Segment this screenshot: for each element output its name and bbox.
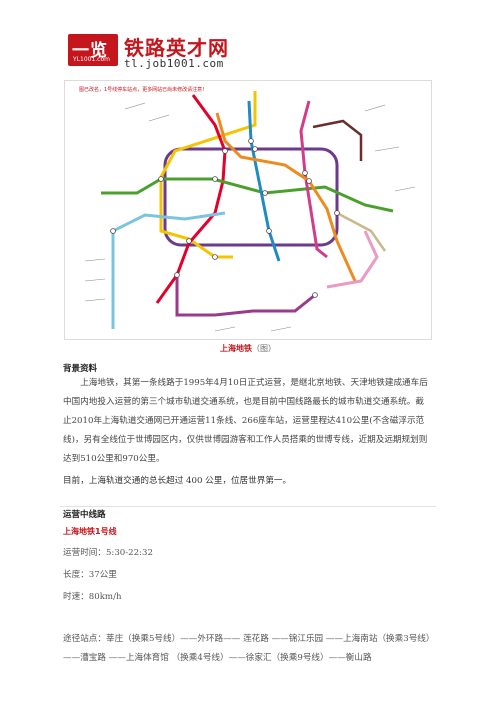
logo-mark-sub: YL1001.com — [73, 56, 110, 63]
background-summary: 目前，上海轨道交通的总长超过 400 公里，位居世界第一。 — [63, 476, 292, 486]
line1-hours: 运营时间：5:30-22:32 — [63, 548, 153, 558]
line4-loop — [163, 147, 339, 247]
line1-length: 长度：37公里 — [63, 570, 117, 580]
operating-heading: 运营中线路 — [63, 510, 106, 520]
line11-route — [312, 119, 363, 161]
line1-title[interactable]: 上海地铁1号线 — [63, 527, 117, 536]
line10-route — [336, 211, 387, 252]
map-caption-suffix: （图） — [252, 344, 276, 353]
line13-route — [326, 230, 379, 289]
site-logo[interactable]: 一览 YL1001.com 铁路英才网 tl.job1001.com — [68, 34, 258, 74]
line6-route — [299, 100, 328, 259]
metro-map: 图已改名，1号线停车站点，更多网站已尚未修改请注意！ — [64, 80, 432, 340]
line5-route — [175, 277, 316, 317]
section-divider — [60, 506, 436, 507]
logo-title: 铁路英才网 — [124, 36, 229, 60]
line8-route — [247, 100, 281, 262]
line3-route — [159, 91, 257, 259]
line1-stops: 途径站点：莘庄（换乘5号线）——外环路—— 莲花路 ——锦江乐园 ——上海南站（… — [63, 634, 435, 663]
map-caption-link[interactable]: 上海地铁 — [220, 344, 252, 353]
background-paragraph: 上海地铁，其第一条线路于1995年4月10日正式运营，是继北京地铁、天津地铁建成… — [63, 378, 428, 464]
line9-route — [111, 211, 226, 329]
line2-route — [101, 177, 394, 213]
line1-route — [155, 94, 227, 304]
line7-route — [215, 112, 357, 282]
station-label-stubs — [84, 102, 416, 332]
logo-url: tl.job1001.com — [124, 57, 224, 70]
map-caption: 上海地铁（图） — [0, 343, 496, 354]
metro-map-graphic — [84, 91, 416, 332]
logo-mark: 一览 YL1001.com — [68, 34, 118, 66]
background-heading: 背景资料 — [63, 364, 98, 374]
logo-mark-text: 一览 — [72, 41, 108, 61]
line1-speed: 时速：80km/h — [63, 592, 122, 602]
map-notice: 图已改名，1号线停车站点，更多网站已尚未修改请注意！ — [79, 87, 208, 93]
station-markers — [110, 138, 340, 298]
